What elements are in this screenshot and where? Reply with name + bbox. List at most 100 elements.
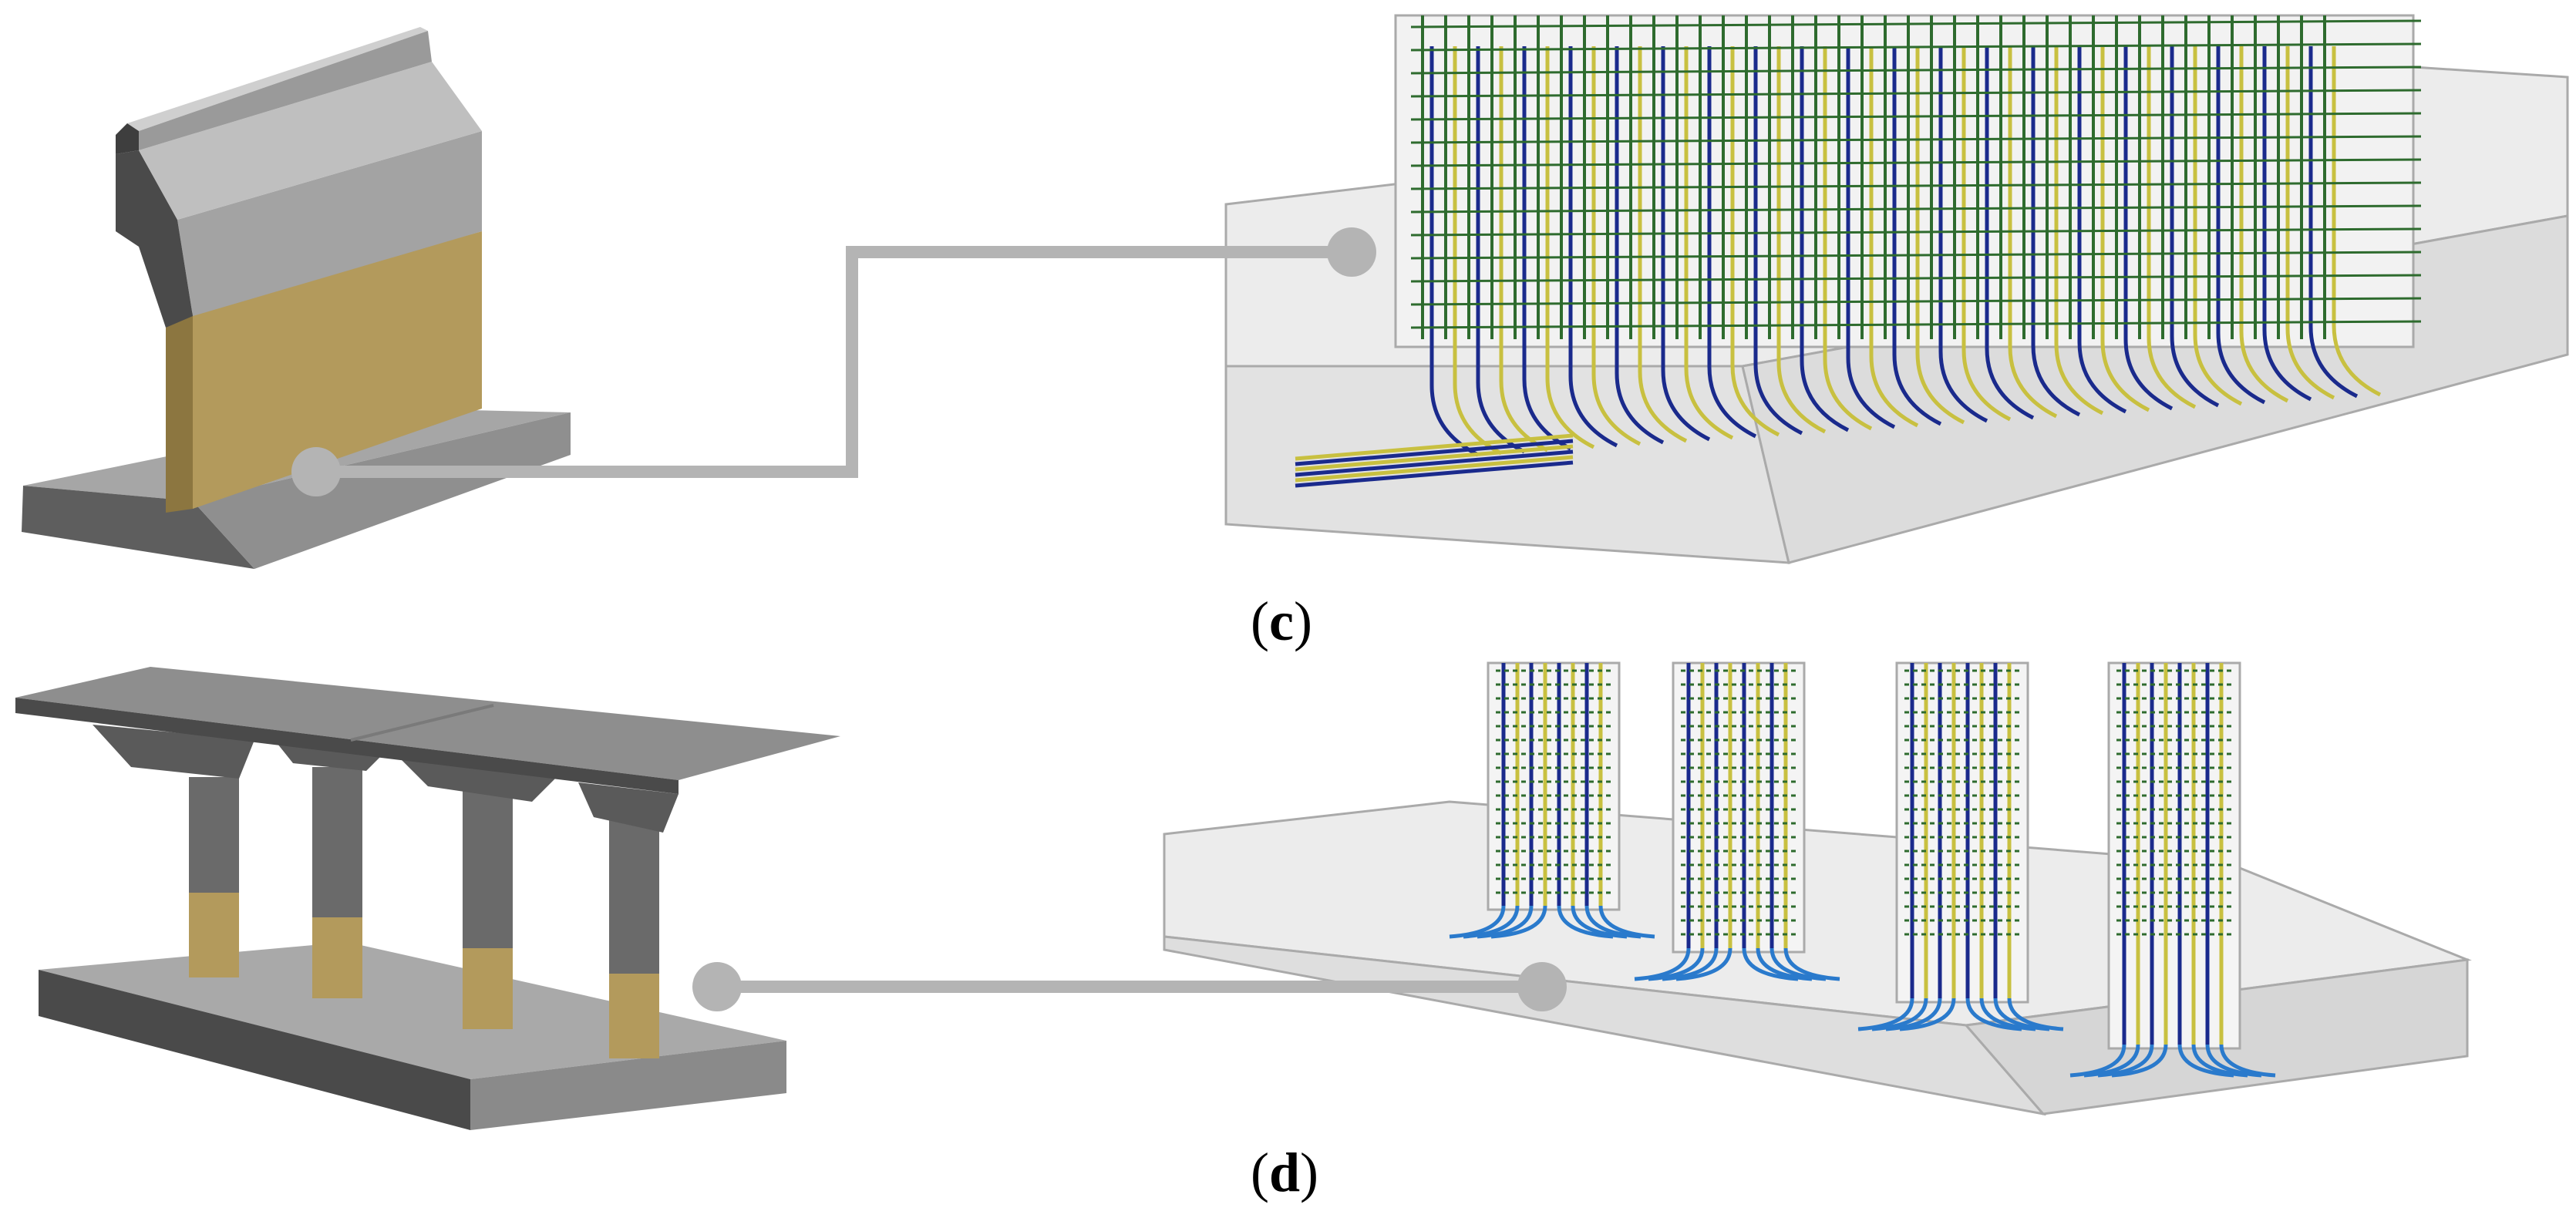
- rebar-footing-bar: [1295, 449, 1574, 477]
- rebar-hooked-bar: [2147, 46, 2197, 409]
- rebar-hooked-bar: [2193, 46, 2243, 406]
- rebar-horizontal-bar: [1410, 112, 2422, 121]
- rebar-horizontal-bar: [1410, 204, 2422, 214]
- rebar-hooked-bar: [2308, 46, 2359, 399]
- rebar-hooked-bar: [1961, 46, 2012, 422]
- wall-parapet-face: [139, 31, 432, 150]
- rebar-hooked-bar: [1684, 46, 1734, 440]
- rebar-hooked-bar: [1776, 46, 1827, 434]
- rebar-footing-bar: [1295, 433, 1574, 461]
- pier-hooked-bar: [1993, 998, 2050, 1031]
- rebar-hooked-bar: [1846, 46, 1896, 429]
- rebar-horizontal-bar: [1410, 66, 2422, 75]
- panel-label-c: (c): [1251, 594, 1312, 649]
- pier-hooked-bar: [2205, 1044, 2262, 1078]
- wall-footing-side: [193, 412, 571, 569]
- rebar-hooked-bar: [1545, 46, 1595, 449]
- rebar-horizontal-bar: [1410, 251, 2422, 260]
- pier-hooked-bar: [1662, 947, 1719, 981]
- rebar-hooked-bar: [1753, 46, 1803, 436]
- pier-footing-front: [39, 970, 470, 1130]
- pier-hooked-bar: [1490, 905, 1547, 939]
- wall-upper-face: [177, 131, 482, 316]
- connector-dot-left-c: [291, 447, 341, 496]
- label-d-open: (: [1251, 1142, 1269, 1203]
- pier-hooked-bar: [2069, 1044, 2126, 1078]
- pier-column-1: [189, 777, 239, 893]
- pier-column-3-tan: [463, 948, 513, 1029]
- pier-transparent-column: [1487, 661, 1621, 911]
- rebar-hooked-bar: [2239, 46, 2289, 403]
- rebar-horizontal-bar: [1410, 19, 2422, 29]
- rebar-hooked-bar: [2008, 46, 2058, 419]
- pier-column-1-tan: [189, 893, 239, 977]
- pier-hooked-bar: [2007, 998, 2064, 1031]
- label-c-letter: c: [1268, 590, 1294, 652]
- rebar-hooked-bar: [1823, 46, 1873, 431]
- rebar-hooked-bar: [1869, 46, 1919, 428]
- pier-hooked-bar: [1477, 905, 1534, 939]
- rebar-horizontal-bar: [1410, 297, 2422, 306]
- rebar-hooked-bar: [1730, 46, 1780, 437]
- rebar-cage-wall: [1295, 15, 2422, 488]
- pier-hooked-bar: [1770, 947, 1827, 981]
- pier-column-3: [463, 790, 513, 948]
- rebar-horizontal-bar: [1410, 89, 2422, 98]
- rebar-horizontal-bar: [1410, 320, 2422, 329]
- rebar-horizontal-bar: [1410, 227, 2422, 237]
- pier-transparent-column: [1895, 661, 2029, 1004]
- pier-hooked-bar: [1675, 947, 1732, 981]
- connector-dot-right-d: [1517, 962, 1567, 1011]
- rebar-cage-piers: [1449, 661, 2276, 1078]
- pier-column-4: [609, 816, 659, 974]
- rebar-hooked-bar: [2100, 46, 2150, 412]
- wall-parapet-top: [127, 27, 428, 131]
- panel-label-d: (d): [1251, 1145, 1318, 1200]
- pier-hooked-bar: [1783, 947, 1840, 981]
- pier-column-2: [312, 767, 362, 917]
- pier-hooked-bar: [1965, 998, 2022, 1031]
- rebar-hooked-bar: [2123, 46, 2174, 411]
- pier-hooked-bar: [1979, 998, 2036, 1031]
- rebar-hooked-bar: [1800, 46, 1850, 432]
- rebar-hooked-bar: [1938, 46, 1988, 423]
- rebar-hooked-bar: [2285, 46, 2335, 400]
- rebar-hooked-bar: [2077, 46, 2127, 414]
- pier-hooked-bar: [1463, 905, 1520, 939]
- pier-hooked-bar: [2177, 1044, 2234, 1078]
- connector-dot-right-c: [1327, 227, 1376, 277]
- rebar-hooked-bar: [1707, 46, 1757, 439]
- pier-transparent-column: [2107, 661, 2241, 1050]
- pier-hooked-bar: [1584, 905, 1642, 939]
- rebar-footing-bar: [1295, 455, 1574, 483]
- pier-hooked-bar: [1899, 998, 1956, 1031]
- pier-hooked-bar: [1885, 998, 1942, 1031]
- rebar-wall-footing-detail: [1224, 14, 2569, 564]
- rebar-footing-bar: [1295, 444, 1574, 472]
- rebar-hooked-bar: [2031, 46, 2081, 417]
- rebar-hooked-bar: [1638, 46, 1688, 443]
- rebar-hooked-bar: [2216, 46, 2266, 405]
- pier-hooked-bar: [1634, 947, 1691, 981]
- rebar-hooked-bar: [1892, 46, 1942, 426]
- rebar-hooked-bar: [1591, 46, 1642, 446]
- pier-deck-top: [15, 667, 840, 780]
- pier-cap-3: [401, 759, 555, 802]
- rebar-hooked-bar: [1568, 46, 1618, 448]
- rebar-hooked-bar: [2332, 46, 2382, 397]
- rebar-hooked-bar: [2170, 46, 2220, 408]
- label-d-close: ): [1300, 1142, 1319, 1203]
- pier-hooked-bar: [1756, 947, 1813, 981]
- pier-column-2-tan: [312, 917, 362, 998]
- pier-hooked-bar: [1857, 998, 1914, 1031]
- wall-parapet-dark: [116, 123, 139, 154]
- pier-column-4-tan: [609, 974, 659, 1058]
- pier-hooked-bar: [1571, 905, 1628, 939]
- rebar-hooked-bar: [1615, 46, 1665, 445]
- pier-hooked-bar: [1742, 947, 1799, 981]
- pier-deck-front: [15, 698, 679, 794]
- rebar-horizontal-bar: [1410, 181, 2422, 190]
- pier-hooked-bar: [1648, 947, 1705, 981]
- pier-hooked-bar: [2111, 1044, 2168, 1078]
